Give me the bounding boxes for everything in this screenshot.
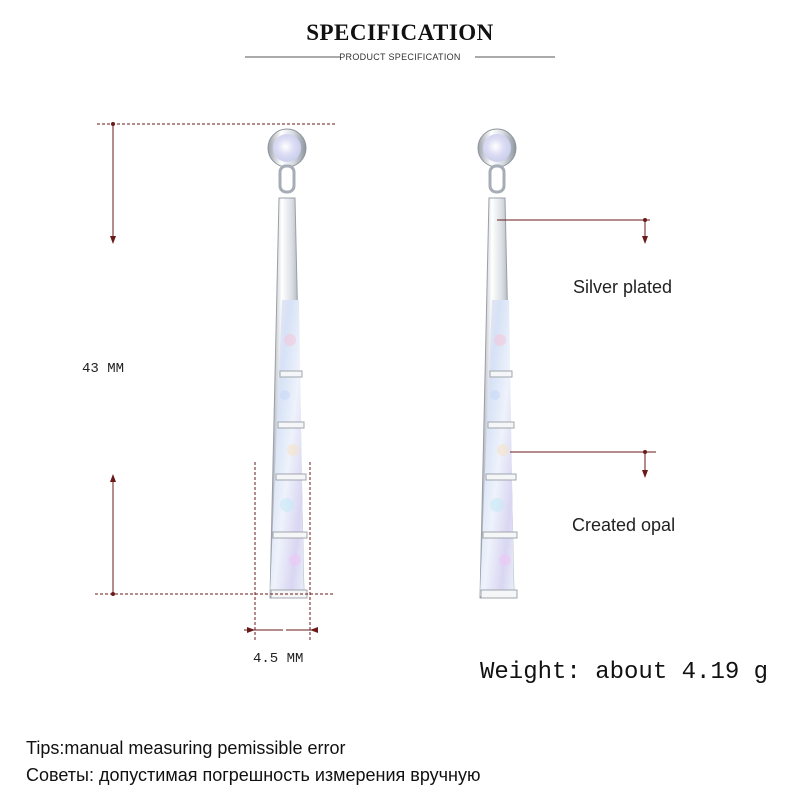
tip-russian: Советы: допустимая погрешность измерения… (26, 765, 481, 785)
silver-plated-label: Silver plated (573, 277, 673, 297)
width-dimension (244, 462, 318, 640)
height-dimension (95, 122, 335, 596)
opal-callout-line (510, 450, 656, 478)
height-dimension-label: 43 MM (82, 361, 125, 377)
width-dimension-label: 4.5 MM (253, 651, 304, 667)
tip-english: Tips:manual measuring pemissible error (26, 738, 346, 758)
page-title: SPECIFICATION (306, 20, 494, 45)
earring-right (477, 128, 518, 599)
page-subtitle: PRODUCT SPECIFICATION (339, 52, 461, 62)
weight-label: Weight: about 4.19 g (480, 659, 769, 686)
created-opal-label: Created opal (572, 515, 676, 535)
silver-callout-line (497, 218, 650, 244)
earring-left (267, 128, 308, 599)
